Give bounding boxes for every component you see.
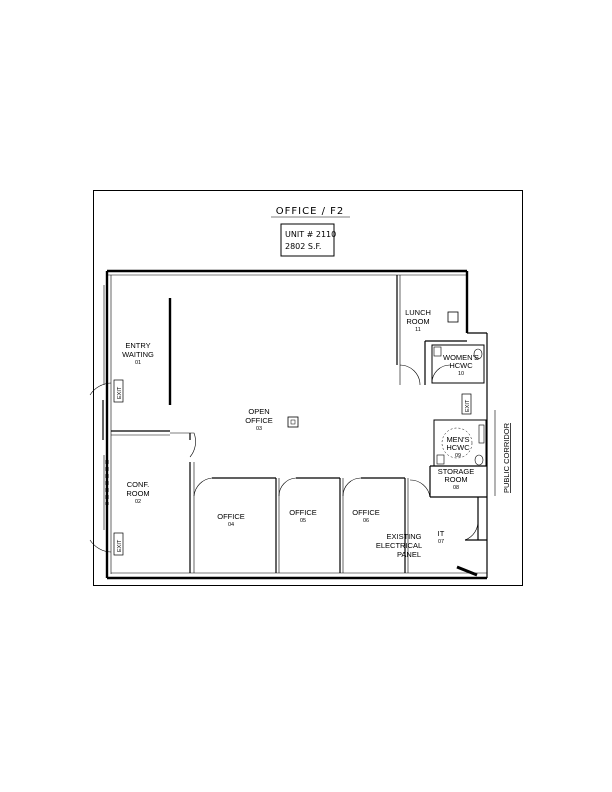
room-label-lunch: LUNCH ROOM 11: [405, 308, 431, 333]
svg-text:ROOM: ROOM: [126, 489, 149, 498]
womens-restroom: [431, 344, 485, 384]
svg-text:OPEN: OPEN: [248, 407, 269, 416]
svg-text:OFFICE: OFFICE: [352, 508, 380, 517]
svg-text:LUNCH: LUNCH: [405, 308, 431, 317]
svg-text:01: 01: [135, 360, 141, 366]
room-label-office-05: OFFICE 05: [289, 508, 317, 524]
entry-door-swing-bottom: [89, 539, 112, 553]
svg-text:06: 06: [363, 518, 369, 524]
sink-icon: [433, 346, 442, 357]
svg-text:MEN'S: MEN'S: [446, 435, 469, 444]
plan-title: OFFICE / F2: [276, 206, 344, 217]
svg-text:HCWC: HCWC: [449, 361, 473, 370]
unit-box: [280, 223, 335, 257]
room-label-electrical-panel: EXISTING ELECTRICAL PANEL: [376, 532, 422, 559]
svg-text:OFFICE: OFFICE: [245, 416, 273, 425]
svg-text:ENTRY: ENTRY: [125, 341, 150, 350]
exit-sign-lower: EXIT: [113, 532, 124, 556]
toilet-icon: [474, 454, 484, 466]
exit-sign-upper: EXIT: [113, 379, 124, 403]
public-corridor-label: PUBLIC CORRIDOR: [502, 422, 511, 493]
room-label-storage: STORAGE ROOM 08: [438, 467, 475, 491]
toilet-icon: [473, 348, 483, 360]
svg-text:PANEL: PANEL: [397, 550, 421, 559]
svg-text:ELECTRICAL: ELECTRICAL: [376, 541, 422, 550]
room-label-conf: CONF. ROOM 02: [126, 480, 149, 505]
svg-text:CONF.: CONF.: [127, 480, 150, 489]
svg-text:09: 09: [455, 453, 461, 459]
svg-text:10: 10: [458, 371, 464, 377]
svg-text:OFFICE: OFFICE: [289, 508, 317, 517]
entry-door-swing-top: [89, 382, 112, 396]
room-label-entry: ENTRY WAITING 01: [122, 341, 154, 366]
lunch-room-walls: [396, 275, 467, 386]
svg-text:IT: IT: [438, 529, 445, 538]
svg-text:08: 08: [453, 485, 459, 491]
storefront-glazing: [102, 285, 109, 530]
svg-text:EXIT: EXIT: [117, 386, 123, 399]
drawing-frame: [93, 190, 523, 586]
exterior-walls: [105, 269, 496, 580]
sink-icon: [436, 454, 445, 465]
svg-text:07: 07: [438, 539, 444, 545]
lunch-sink-icon: [447, 311, 459, 323]
svg-text:EXISTING: EXISTING: [386, 532, 421, 541]
private-offices-walls: [193, 477, 409, 573]
svg-text:WAITING: WAITING: [122, 350, 154, 359]
unit-area: 2802 S.F.: [285, 242, 321, 251]
svg-text:05: 05: [300, 518, 306, 524]
room-label-office-06: OFFICE 06: [352, 508, 380, 524]
room-label-open-office: OPEN OFFICE 03: [245, 407, 273, 432]
electrical-panel: [456, 565, 478, 577]
svg-text:04: 04: [228, 522, 234, 528]
conf-room-walls: [111, 430, 196, 573]
svg-text:OFFICE: OFFICE: [217, 512, 245, 521]
grab-bar-icon: [478, 424, 485, 444]
svg-text:03: 03: [256, 426, 262, 432]
exit-sign-corridor: EXIT: [461, 393, 472, 415]
svg-text:STORAGE: STORAGE: [438, 467, 475, 476]
svg-text:11: 11: [415, 327, 421, 333]
turning-circle: [441, 427, 473, 459]
room-label-mens: MEN'S HCWC 09: [446, 435, 470, 459]
svg-text:ROOM: ROOM: [444, 475, 467, 484]
svg-text:EXIT: EXIT: [465, 399, 471, 412]
column-icon: [287, 416, 299, 428]
svg-text:EXIT: EXIT: [117, 539, 123, 552]
room-label-office-04: OFFICE 04: [217, 512, 245, 528]
room-label-it: IT 07: [438, 529, 445, 545]
svg-text:HCWC: HCWC: [446, 443, 470, 452]
svg-text:02: 02: [135, 499, 141, 505]
svg-text:WOMEN'S: WOMEN'S: [443, 353, 479, 362]
unit-number: UNIT # 2110: [285, 230, 336, 239]
room-label-womens: WOMEN'S HCWC 10: [443, 353, 479, 377]
it-room-walls: [456, 497, 487, 577]
svg-text:ROOM: ROOM: [406, 317, 429, 326]
